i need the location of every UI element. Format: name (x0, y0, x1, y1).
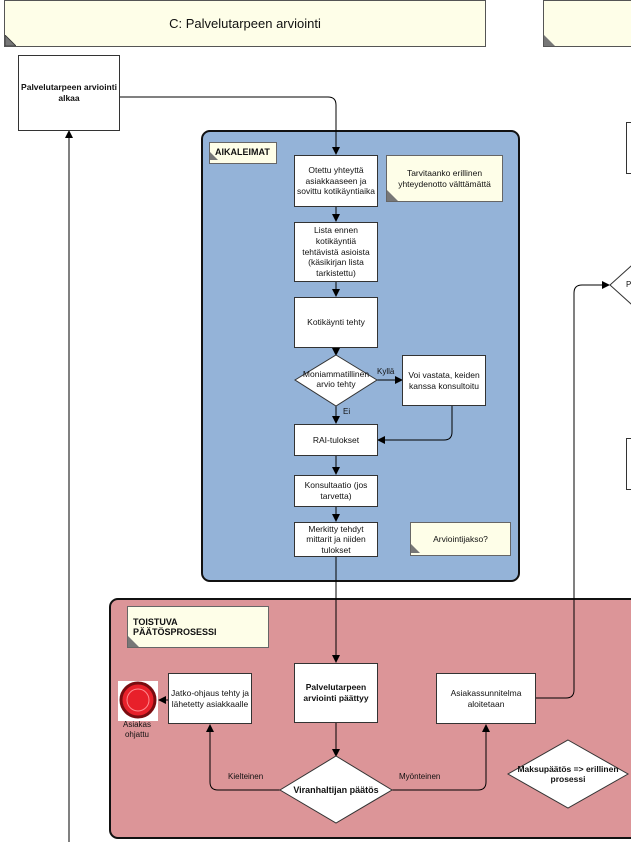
step-consulted-with: Voi vastata, keiden kanssa konsultoitu (402, 355, 486, 406)
end-box: Palvelutarpeen arviointi päättyy (294, 663, 378, 723)
decision-multiprofessional: Moniammatillinen arvio tehty (295, 366, 377, 394)
end-event-label: Asiakas ohjattu (112, 720, 162, 739)
step-label: Lista ennen kotikäyntiä tehtävistä asioi… (302, 225, 370, 278)
step-recorded-metrics: Merkitty tehdyt mittarit ja niiden tulok… (294, 522, 378, 557)
next-section-header (543, 0, 631, 47)
step-checklist: Lista ennen kotikäyntiä tehtävistä asioi… (294, 222, 378, 282)
lane-timestamps-title: AIKALEIMAT (209, 142, 277, 164)
corner-marker-icon (210, 152, 221, 163)
corner-marker-icon (411, 544, 422, 555)
lane-decision-title: TOISTUVA PÄÄTÖSPROSESSI (127, 606, 269, 648)
step-label: Merkitty tehdyt mittarit ja niiden tulok… (306, 523, 366, 555)
step-label: Konsultaatio (jos tarvetta) (304, 480, 368, 501)
decision-positive-label: Myönteinen (399, 772, 441, 781)
payment-decision-label: Maksupäätös => erillinen prosessi (517, 764, 619, 784)
section-header: C: Palvelutarpeen arviointi (4, 0, 486, 47)
end-box-label: Palvelutarpeen arviointi päättyy (303, 682, 369, 703)
step-label: Otettu yhteyttä asiakkaaseen ja sovittu … (297, 165, 375, 197)
section-header-title: C: Palvelutarpeen arviointi (169, 16, 321, 31)
decision-no-label: Ei (343, 407, 351, 416)
corner-marker-icon (5, 35, 16, 46)
lane-title-text: AIKALEIMAT (215, 147, 270, 157)
right-cut-box-top (626, 122, 631, 174)
note-assessment-period: Arviointijakso? (410, 522, 511, 556)
step-label: Voi vastata, keiden kanssa konsultoitu (408, 369, 480, 391)
note-label: Arviointijakso? (433, 533, 488, 544)
right-cut-box-bottom (626, 438, 631, 490)
corner-marker-icon (387, 190, 398, 201)
decision-label: Viranhaltijan päätös (293, 784, 379, 795)
step-rai-results: RAI-tulokset (294, 424, 378, 456)
referral-box: Jatko-ohjaus tehty ja lähetetty asiakkaa… (168, 673, 252, 724)
referral-label: Jatko-ohjaus tehty ja lähetetty asiakkaa… (171, 687, 249, 709)
corner-marker-icon (128, 636, 139, 647)
note-contact-needed: Tarvitaanko erillinen yhteydenotto vältt… (386, 155, 503, 202)
step-contact-client: Otettu yhteyttä asiakkaaseen ja sovittu … (294, 155, 378, 207)
plan-box: Asiakassunnitelma aloitetaan (436, 673, 536, 724)
step-label: RAI-tulokset (312, 434, 360, 445)
decision-diamond-shape (294, 354, 378, 407)
corner-marker-icon (544, 35, 555, 46)
decision-negative-label: Kielteinen (228, 772, 264, 781)
end-event-text: Asiakas ohjattu (122, 720, 151, 739)
step-home-visit: Kotikäynti tehty (294, 297, 378, 348)
plan-label: Asiakassunnitelma aloitetaan (450, 687, 522, 709)
note-label: Tarvitaanko erillinen yhteydenotto vältt… (398, 168, 491, 189)
end-event-icon (118, 681, 158, 721)
decision-label: Moniammatillinen arvio tehty (302, 369, 370, 389)
start-box: Palvelutarpeen arviointi alkaa (18, 55, 120, 131)
step-label: Kotikäynti tehty (307, 317, 365, 328)
step-consultation: Konsultaatio (jos tarvetta) (294, 475, 378, 507)
right-cut-diamond-label: P (626, 280, 631, 289)
decision-yes-label: Kyllä (377, 367, 395, 376)
lane-title-text: TOISTUVA PÄÄTÖSPROSESSI (133, 617, 217, 637)
start-box-label: Palvelutarpeen arviointi alkaa (21, 82, 117, 103)
payment-decision: Maksupäätös => erillinen prosessi (512, 762, 624, 788)
official-decision: Viranhaltijan päätös (282, 780, 390, 800)
